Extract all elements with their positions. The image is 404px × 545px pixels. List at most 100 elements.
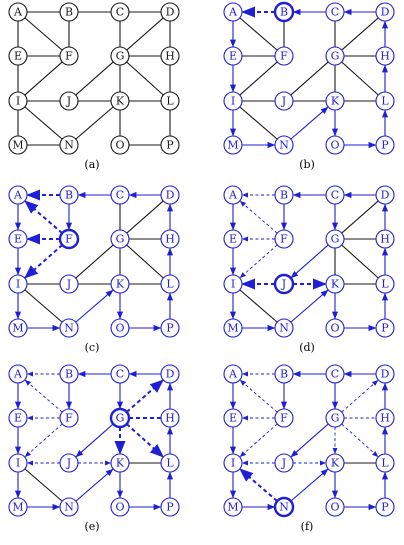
node-F	[59, 46, 79, 66]
edge-F-A	[24, 200, 63, 234]
edge-G-L	[126, 244, 164, 279]
node-label-A: A	[228, 6, 238, 19]
node-label-B: B	[280, 368, 288, 381]
node-label-E: E	[229, 50, 237, 63]
edge-G-L	[126, 423, 164, 458]
node-label-I: I	[16, 278, 20, 291]
node-J	[59, 91, 79, 111]
edge-I-N	[24, 289, 63, 323]
node-label-J: J	[281, 278, 286, 291]
panel-caption: (f)	[301, 520, 314, 533]
node-label-D: D	[381, 6, 390, 19]
node-A	[223, 364, 243, 384]
node-L	[160, 453, 180, 473]
node-label-P: P	[381, 322, 389, 335]
node-D	[375, 2, 395, 22]
node-G	[325, 46, 345, 66]
node-label-K: K	[116, 95, 125, 108]
node-H	[375, 229, 395, 249]
node-M	[8, 318, 28, 338]
node-label-K: K	[116, 457, 125, 470]
edge-G-J	[290, 61, 329, 96]
node-M	[8, 497, 28, 517]
edge-N-K	[75, 289, 114, 323]
node-label-L: L	[381, 278, 389, 291]
node-J	[274, 453, 294, 473]
node-D	[160, 185, 180, 205]
edge-N-K	[290, 468, 329, 502]
node-C	[325, 185, 345, 205]
node-label-P: P	[166, 139, 174, 152]
node-label-N: N	[64, 139, 74, 152]
edge-D-G	[341, 17, 379, 51]
node-label-E: E	[229, 412, 237, 425]
edge-F-I	[24, 244, 63, 279]
edge-G-L	[126, 61, 164, 96]
node-O	[325, 135, 345, 155]
node-L	[375, 274, 395, 294]
edge-F-I	[239, 61, 278, 96]
node-I	[223, 274, 243, 294]
node-A	[223, 185, 243, 205]
node-label-F: F	[65, 233, 73, 246]
node-label-F: F	[280, 50, 288, 63]
node-label-F: F	[65, 412, 73, 425]
node-label-G: G	[331, 233, 340, 246]
node-N	[274, 135, 294, 155]
node-A	[8, 2, 28, 22]
node-F	[274, 46, 294, 66]
node-label-O: O	[330, 322, 339, 335]
node-D	[160, 364, 180, 384]
edge-G-J	[75, 61, 114, 96]
panel-caption: (e)	[84, 520, 99, 533]
node-label-N: N	[64, 322, 74, 335]
edge-K-N	[75, 106, 114, 140]
node-label-C: C	[116, 6, 124, 19]
node-label-N: N	[279, 501, 289, 514]
node-O	[110, 135, 130, 155]
node-label-B: B	[65, 189, 73, 202]
node-label-N: N	[279, 322, 289, 335]
node-label-C: C	[331, 6, 339, 19]
node-F	[58, 228, 80, 250]
node-H	[160, 46, 180, 66]
panel-caption: (d)	[299, 341, 315, 354]
node-label-O: O	[115, 139, 124, 152]
node-label-H: H	[165, 50, 175, 63]
node-label-L: L	[166, 278, 174, 291]
node-I	[8, 91, 28, 111]
node-label-G: G	[116, 50, 125, 63]
edge-A-F	[239, 17, 278, 51]
node-P	[160, 318, 180, 338]
node-B	[274, 364, 294, 384]
node-O	[325, 318, 345, 338]
node-N	[59, 135, 79, 155]
node-label-D: D	[381, 189, 390, 202]
node-G	[110, 46, 130, 66]
node-label-E: E	[14, 50, 22, 63]
node-A	[8, 185, 28, 205]
node-F	[274, 408, 294, 428]
edge-G-J	[75, 423, 114, 458]
panel-caption: (a)	[84, 158, 99, 171]
node-C	[110, 364, 130, 384]
node-label-O: O	[330, 139, 339, 152]
node-label-L: L	[381, 457, 389, 470]
node-label-I: I	[16, 457, 20, 470]
edge-I-N	[239, 106, 278, 140]
edge-N-K	[290, 106, 329, 140]
edge-F-A	[239, 379, 278, 413]
node-G	[109, 407, 131, 429]
node-label-K: K	[331, 95, 340, 108]
edge-F-I	[24, 423, 63, 458]
node-label-J: J	[281, 457, 286, 470]
node-F	[274, 229, 294, 249]
node-K	[110, 91, 130, 111]
panel-caption: (b)	[299, 158, 315, 171]
edge-N-K	[290, 289, 329, 323]
